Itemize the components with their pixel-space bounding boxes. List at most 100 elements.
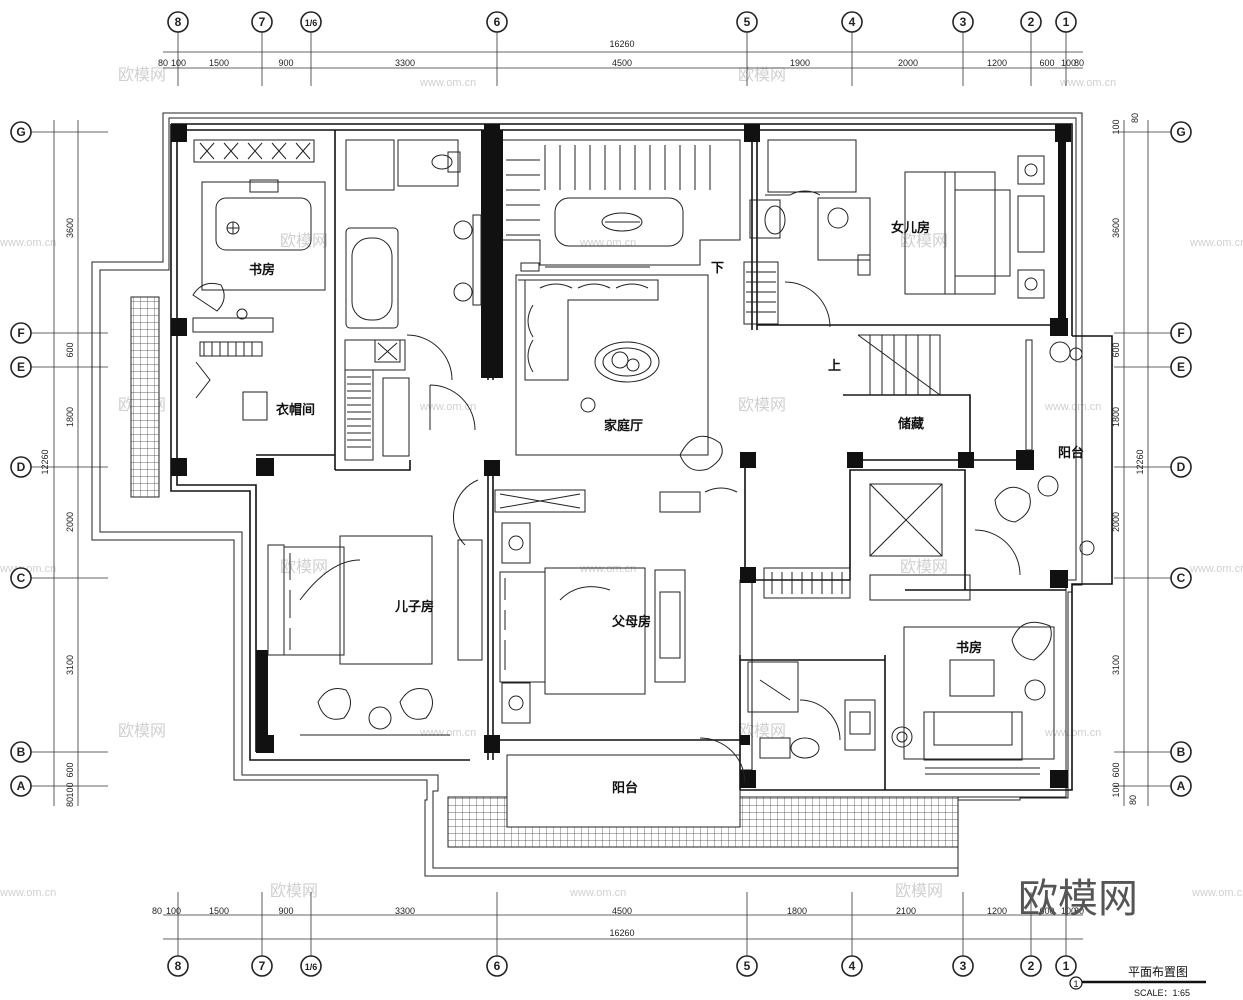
axis-label: G: [1176, 125, 1185, 139]
axis-label: E: [17, 360, 25, 374]
watermark-brand: 欧模网: [280, 231, 328, 250]
room-label-daughter-room: 女儿房: [891, 220, 930, 236]
top-dim-segment: 80: [1074, 58, 1084, 68]
right-dim-segment: 600: [1111, 762, 1121, 777]
watermark-url: www.om.cn: [579, 563, 636, 575]
bottom-total-dimension: 16260: [609, 928, 634, 938]
room-label-parents-room: 父母房: [611, 614, 651, 630]
stairwell: [503, 139, 941, 396]
axis-label: B: [17, 745, 26, 759]
left-dim-segment: 1800: [65, 407, 75, 427]
axis-bubble: 7: [251, 11, 273, 33]
watermark-brand: 欧模网: [738, 65, 786, 84]
drawing-title: 平面布置图: [1128, 965, 1188, 979]
right-dim-segment: 3600: [1111, 218, 1121, 238]
left-dim-segment: 600: [65, 762, 75, 777]
top-axis-bubbles: 8 7 1/6 6 5 4 3 2 1: [167, 11, 1077, 33]
watermark-brand: 欧模网: [118, 721, 166, 740]
bottom-dimension-texts: 16260 80 100 1500 900 3300 4500 1800 210…: [152, 906, 1084, 938]
watermark-url: www.om.cn: [579, 237, 636, 249]
axis-bubble: 2: [1020, 11, 1042, 33]
watermark-brand: 欧模网: [895, 881, 943, 900]
family-hall-furniture: [429, 262, 723, 471]
axis-label: 1: [1063, 959, 1070, 973]
axis-bubble: 1/6: [300, 955, 322, 977]
axis-bubble: 4: [841, 955, 863, 977]
study-west-furniture: [192, 139, 326, 421]
axis-label: B: [1177, 745, 1186, 759]
bottom-dim-segment: 1500: [209, 906, 229, 916]
top-dim-segment: 1900: [790, 58, 810, 68]
structural-columns: [171, 124, 1071, 788]
watermark-brand: 欧模网: [118, 65, 166, 84]
axis-bubble: 3: [952, 955, 974, 977]
axis-label: F: [17, 326, 24, 340]
brand-logo: 欧模网: [1018, 876, 1138, 922]
top-dim-segment: 3300: [395, 58, 415, 68]
axis-label: 2: [1028, 15, 1035, 29]
room-label-storage: 储藏: [897, 416, 924, 432]
top-dim-segment: 600: [1039, 58, 1054, 68]
right-dimension-texts: 12260 100 80 3600 600 1800 2000 3100 600…: [1111, 113, 1145, 805]
axis-bubble: E: [10, 356, 32, 378]
axis-label: 8: [175, 15, 182, 29]
bottom-dim-segment: 900: [278, 906, 293, 916]
left-dimension-texts: 12260 3600 600 1800 2000 3100 600 100 80: [40, 218, 75, 807]
right-dim-segment: 80: [1130, 113, 1140, 123]
watermark-url: www.om.cn: [0, 887, 56, 899]
axis-label: D: [1177, 460, 1186, 474]
axis-label: 6: [494, 959, 501, 973]
axis-bubble: C: [10, 567, 32, 589]
axis-bubble: G: [1170, 121, 1192, 143]
bottom-dim-segment: 100: [1061, 906, 1076, 916]
axis-label: 1/6: [305, 962, 318, 972]
top-dim-segment: 1200: [987, 58, 1007, 68]
axis-label: E: [1177, 360, 1185, 374]
right-dim-segment: 100: [1111, 119, 1121, 134]
watermark-url: www.om.cn: [1059, 77, 1116, 89]
top-dim-segment: 80: [158, 58, 168, 68]
title-block: 欧模网 平面布置图 1 SCALE：1:65: [1018, 876, 1206, 998]
axis-label: D: [17, 460, 26, 474]
axis-bubble: 6: [486, 11, 508, 33]
axis-bubble: 1/6: [300, 11, 322, 33]
axis-label: 2: [1028, 959, 1035, 973]
watermark-brand: 欧模网: [738, 721, 786, 740]
axis-label: 4: [849, 959, 856, 973]
axis-label: 5: [744, 959, 751, 973]
top-total-dimension: 16260: [609, 39, 634, 49]
axis-bubble: A: [1170, 775, 1192, 797]
axis-label: 4: [849, 15, 856, 29]
axis-bubble: 6: [486, 955, 508, 977]
axis-label: 1/6: [305, 18, 318, 28]
watermark-brand: 欧模网: [900, 557, 948, 576]
dimension-lines: [53, 51, 1149, 940]
stair-down-label: 下: [711, 261, 724, 276]
bottom-dim-segment: 4500: [612, 906, 632, 916]
stair-up-label: 上: [828, 359, 841, 374]
view-number: 1: [1073, 979, 1078, 989]
watermark-url: www.om.cn: [1189, 563, 1243, 575]
axis-bubble: 2: [1020, 955, 1042, 977]
daughter-room-furniture: [743, 139, 1045, 328]
watermark-brand: 欧模网: [900, 231, 948, 250]
right-dim-segment: 80: [1128, 795, 1138, 805]
left-dim-segment: 100: [65, 782, 75, 797]
axis-label: 7: [259, 959, 266, 973]
axis-tick-lines: [31, 32, 1171, 956]
room-label-balcony-east: 阳台: [1058, 445, 1084, 461]
room-labels: 书房 衣帽间 家庭厅 女儿房 储藏 阳台 儿子房 父母房 书房 阳台: [249, 220, 1084, 796]
watermark-url: www.om.cn: [419, 401, 476, 413]
axis-label: A: [17, 779, 26, 793]
room-label-closet: 衣帽间: [276, 402, 315, 418]
axis-bubble: D: [10, 456, 32, 478]
watermark-brand: 欧模网: [280, 557, 328, 576]
left-dim-segment: 2000: [65, 512, 75, 532]
top-dim-segment: 900: [278, 58, 293, 68]
left-dim-segment: 80: [65, 797, 75, 807]
top-dimension-texts: 16260 80 100 1500 900 3300 4500 1900 200…: [158, 39, 1084, 68]
watermark-brand: 欧模网: [738, 395, 786, 414]
right-dim-segment: 3100: [1111, 655, 1121, 675]
bathroom-west-fixtures: [344, 139, 482, 461]
